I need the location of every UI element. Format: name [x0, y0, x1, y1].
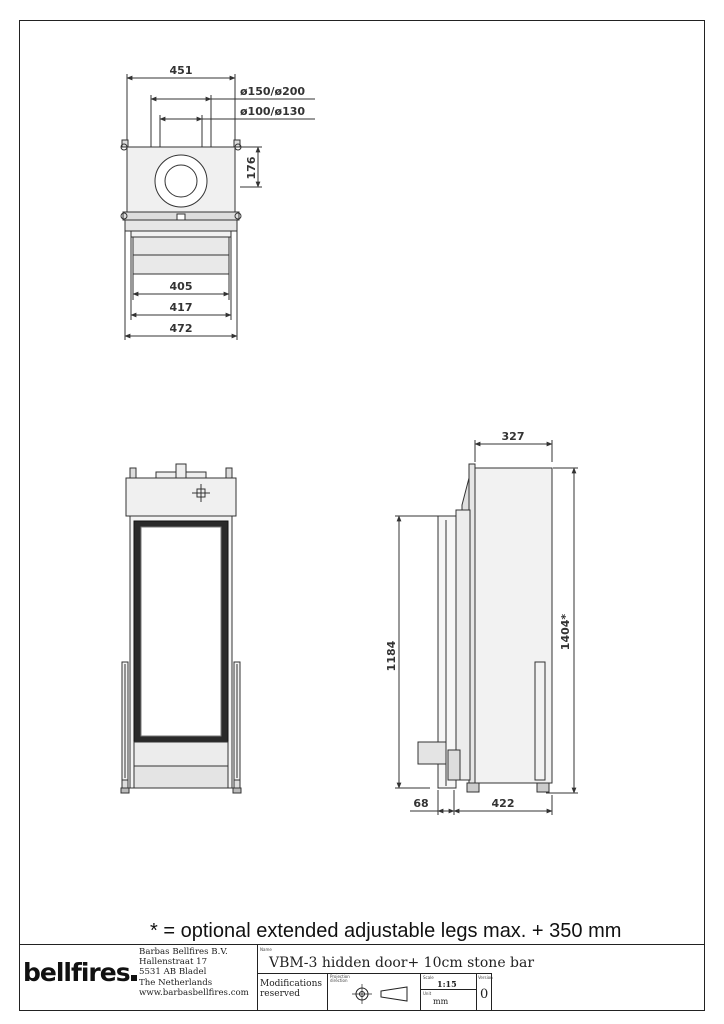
- company-street: Hallenstraat 17: [139, 957, 208, 968]
- legs-note: * = optional extended adjustable legs ma…: [150, 920, 622, 942]
- drawing-border: [19, 20, 705, 1011]
- dim-472: 472: [170, 322, 193, 335]
- dim-417: 417: [170, 301, 193, 314]
- dim-327: 327: [502, 430, 525, 443]
- projection-label: Projection direction: [330, 974, 350, 983]
- dim-1184: 1184: [385, 640, 398, 671]
- dim-flue-150: ø150/ø200: [240, 85, 305, 98]
- top-view: [120, 74, 315, 340]
- drawing-name: VBM-3 hidden door+ 10cm stone bar: [269, 955, 535, 971]
- dim-405: 405: [170, 280, 193, 293]
- brand-logo: bellfires: [19, 945, 137, 1011]
- dim-68: 68: [413, 797, 428, 810]
- brand-name: bellfires: [23, 958, 131, 987]
- modifications-note: Modifications reserved: [260, 979, 323, 999]
- dim-422: 422: [492, 797, 515, 810]
- dim-1404: 1404*: [559, 614, 572, 651]
- side-view-labels: 327 1404* 1184 68 422: [385, 430, 572, 810]
- version-field-label: Version: [478, 975, 493, 980]
- name-field-label: Name: [260, 947, 272, 952]
- side-view: [395, 440, 578, 815]
- scale-field-label: Scale: [423, 975, 434, 980]
- company-country: The Netherlands: [139, 977, 213, 988]
- dim-451: 451: [170, 64, 193, 77]
- drawing-version: 0: [480, 987, 489, 1002]
- top-view-labels: 451 ø150/ø200 ø100/ø130 176 405 417 472: [170, 64, 306, 335]
- unit-field-label: Unit: [423, 991, 432, 996]
- company-address: Barbas Bellfires B.V. Hallenstraat 17 55…: [139, 947, 257, 998]
- title-block: bellfires Barbas Bellfires B.V. Hallenst…: [19, 944, 705, 1011]
- company-name: Barbas Bellfires B.V.: [139, 947, 228, 957]
- projection-icon: [352, 984, 408, 1004]
- company-website[interactable]: www.barbasbellfires.com: [139, 987, 249, 998]
- dim-flue-100: ø100/ø130: [240, 105, 305, 118]
- dim-176: 176: [245, 156, 258, 179]
- company-city: 5531 AB Bladel: [139, 967, 207, 978]
- drawing-scale: 1:15: [437, 979, 457, 989]
- front-view: [120, 463, 242, 794]
- drawing-units: mm: [433, 997, 449, 1006]
